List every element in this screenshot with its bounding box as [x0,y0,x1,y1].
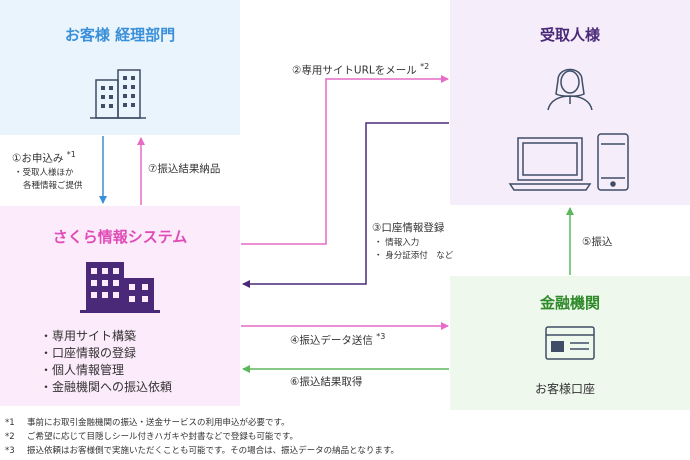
recipient-title: 受取人様 [539,26,600,44]
laptop-icon [508,137,592,191]
arrow-mail [241,75,449,245]
mail-label: ②専用サイトURLをメール *2 [292,62,429,78]
register-label: ③口座情報登録 [372,222,445,234]
bank-title: 金融機関 [539,294,600,312]
bank-account-icon [545,326,595,360]
client-accounting-box: お客様 経理部門 [0,0,240,135]
bank-account-label: お客様口座 [535,382,596,396]
apply-sub-2: 各種情報ご提供 [23,181,83,191]
footnote-2-mark: *2 [5,432,15,442]
person-icon [547,68,593,111]
footnote-3: *3 振込依頼はお客様側で実施いただくことも可能です。その場合は、振込データの納品… [5,444,399,456]
smartphone-icon [597,133,629,191]
apply-label: ①お申込み *1 [12,150,76,166]
client-title: お客様 経理部門 [64,26,176,44]
footnote-1: *1 事前にお取引金融機関の振込・送金サービスの利用申込が必要です。 [5,416,290,428]
deliver-label: ⑦振込結果納品 [148,163,221,175]
office-building-icon [90,69,146,119]
sakura-title: さくら情報システム [52,228,188,246]
register-sub-1: ・ 情報入力 [374,238,420,248]
arrow-register [242,122,449,288]
service-item: 個人情報管理 [40,362,172,379]
service-item: 専用サイト構築 [40,328,172,345]
mail-mark: *2 [420,62,430,71]
service-item: 口座情報の登録 [40,345,172,362]
apply-mark: *1 [66,150,76,159]
transfer-label: ⑤振込 [582,236,613,248]
footnote-1-mark: *1 [5,418,15,428]
apply-sub-1: ・受取人様ほか [14,168,74,178]
footnote-3-mark: *3 [5,446,15,456]
result-label: ⑥振込結果取得 [290,376,363,388]
send-label-text: ④振込データ送信 [290,334,373,347]
service-item: 金融機関への振込依頼 [40,379,172,396]
footnote-1-text: 事前にお取引金融機関の振込・送金サービスの利用申込が必要です。 [27,418,290,428]
footnote-2: *2 ご希望に応じて目隠しシール付きハガキや封書などで登録も可能です。 [5,430,298,442]
send-mark: *3 [376,332,386,341]
register-sub-2: ・ 身分証添付 など [374,251,454,261]
footnote-2-text: ご希望に応じて目隠しシール付きハガキや封書などで登録も可能です。 [27,432,298,442]
footnote-3-text: 振込依頼はお客様側で実施いただくことも可能です。その場合は、振込データの納品とな… [27,446,400,456]
mail-label-text: ②専用サイトURLをメール [292,64,417,77]
send-label: ④振込データ送信 *3 [290,332,385,348]
apply-label-text: ①お申込み [12,152,64,165]
service-list: 専用サイト構築 口座情報の登録 個人情報管理 金融機関への振込依頼 [40,328,172,396]
company-building-icon [80,262,160,313]
